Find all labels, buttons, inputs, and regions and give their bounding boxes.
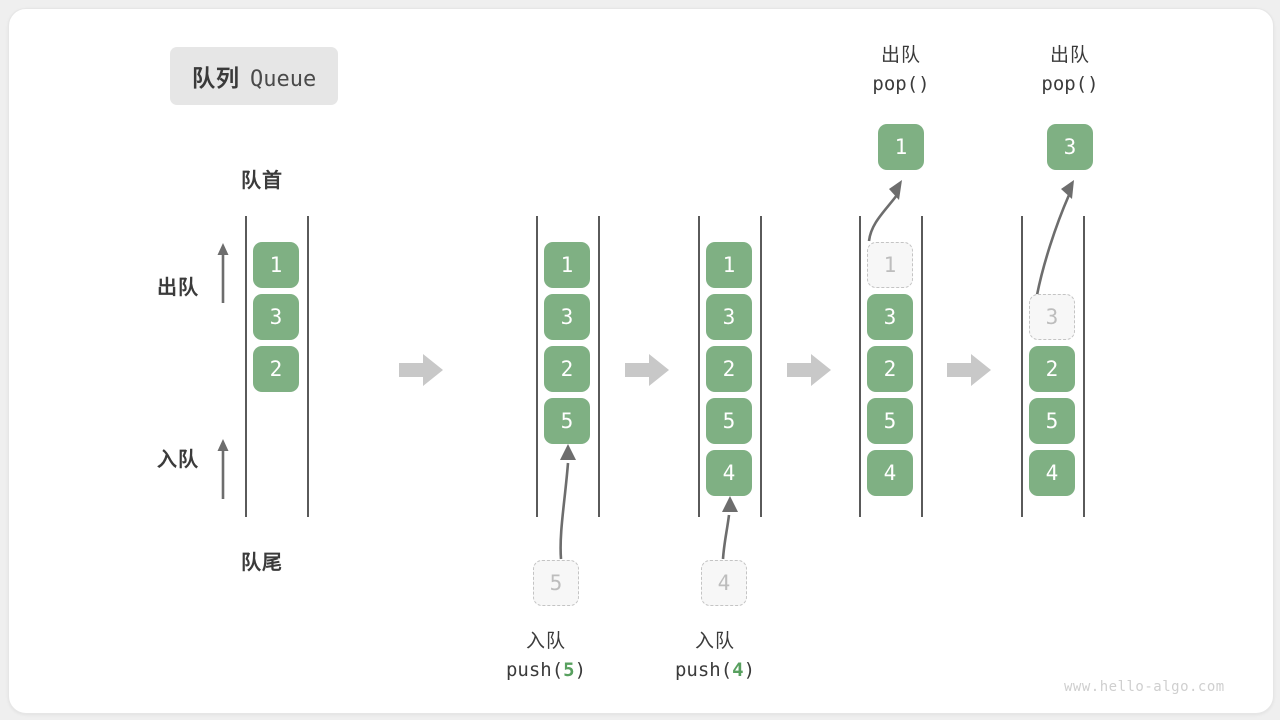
enqueue-direction-arrow [215,437,231,499]
op-label-pop-3: 出队 pop() [995,41,1145,100]
queue-cell: 1 [706,242,752,288]
op-label-line2: pop() [872,73,930,96]
incoming-ghost-cell: 5 [533,560,579,606]
step-arrow [947,352,991,388]
queue-rail-left-4 [859,216,861,517]
step-arrow [787,352,831,388]
push-value: 5 [563,659,575,682]
queue-cell: 2 [544,346,590,392]
queue-cell: 2 [253,346,299,392]
diagram-canvas: 队列 Queue 队首 队尾 出队 入队 1 3 2 1 3 2 5 5 [8,8,1274,714]
pop-arrow-1 [861,177,921,243]
title-cn: 队列 [192,65,240,91]
op-label-line2: push(4) [640,656,790,685]
title-en: Queue [250,67,317,92]
op-label-line1: 出队 [880,45,921,66]
label-enqueue: 入队 [157,449,199,471]
queue-cell: 4 [1029,450,1075,496]
queue-rail-right-5 [1083,216,1085,517]
popped-cell: 1 [878,124,924,170]
push-suffix: ) [743,659,756,682]
push-arrow-5 [539,441,599,561]
op-label-push-5: 入队 push(5) [471,627,621,686]
queue-rail-left-5 [1021,216,1023,517]
queue-cell: 4 [706,450,752,496]
op-label-push-4: 入队 push(4) [640,627,790,686]
queue-cell: 3 [544,294,590,340]
label-head: 队首 [241,170,283,192]
queue-rail-right-1 [307,216,309,517]
queue-cell: 2 [706,346,752,392]
op-label-line1: 出队 [1049,45,1090,66]
op-label-line2: push(5) [471,656,621,685]
title-badge: 队列 Queue [170,47,339,105]
queue-cell: 4 [867,450,913,496]
pop-arrow-3 [1025,177,1095,297]
push-suffix: ) [574,659,587,682]
queue-cell: 3 [253,294,299,340]
queue-cell: 5 [1029,398,1075,444]
push-prefix: push( [674,659,733,682]
op-label-line2: pop() [1041,73,1099,96]
watermark: www.hello-algo.com [1064,679,1225,695]
op-label-line1: 入队 [694,631,735,652]
queue-cell: 5 [544,398,590,444]
queue-rail-right-4 [921,216,923,517]
incoming-ghost-cell: 4 [701,560,747,606]
op-label-line1: 入队 [525,631,566,652]
queue-cell: 5 [706,398,752,444]
queue-cell: 5 [867,398,913,444]
popped-ghost-cell: 1 [867,242,913,288]
queue-cell: 3 [706,294,752,340]
queue-rail-right-3 [760,216,762,517]
queue-rail-left-2 [536,216,538,517]
popped-ghost-cell: 3 [1029,294,1075,340]
dequeue-direction-arrow [215,241,231,303]
queue-cell: 1 [544,242,590,288]
queue-rail-right-2 [598,216,600,517]
queue-cell: 2 [867,346,913,392]
step-arrow [625,352,669,388]
push-value: 4 [732,659,744,682]
queue-cell: 1 [253,242,299,288]
push-arrow-4 [707,493,757,561]
queue-cell: 2 [1029,346,1075,392]
step-arrow [399,352,443,388]
push-prefix: push( [505,659,564,682]
label-tail: 队尾 [241,552,283,574]
op-label-pop-1: 出队 pop() [826,41,976,100]
popped-cell: 3 [1047,124,1093,170]
label-dequeue: 出队 [157,277,199,299]
queue-rail-left-3 [698,216,700,517]
queue-rail-left-1 [245,216,247,517]
queue-cell: 3 [867,294,913,340]
